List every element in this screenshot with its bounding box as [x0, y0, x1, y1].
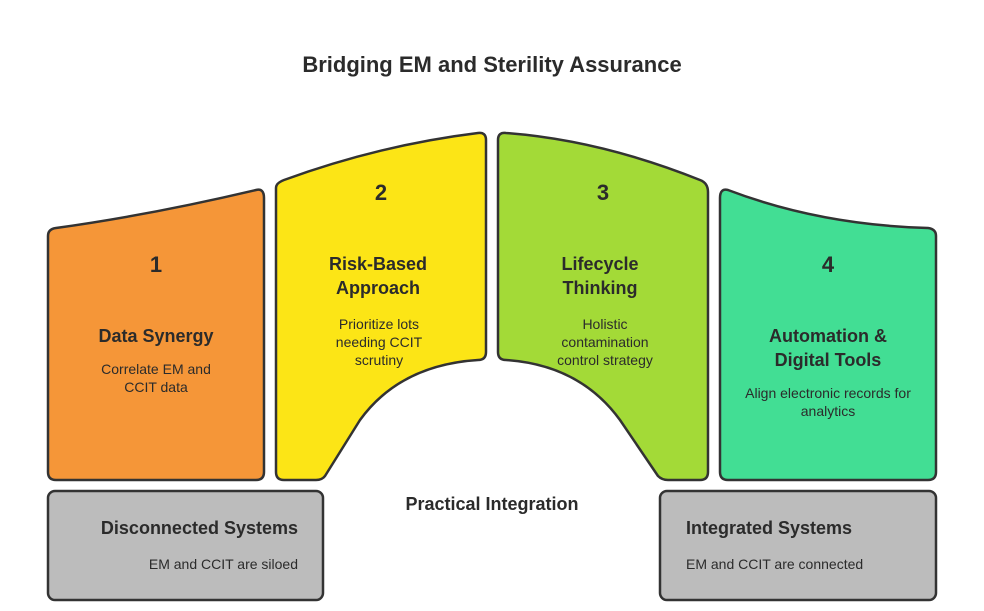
- right-box-shape: [658, 489, 938, 602]
- step-2-description: Prioritize lots needing CCIT scrutiny: [335, 316, 423, 368]
- step-2-heading: Risk-Based Approach: [328, 254, 428, 298]
- left-box-description: EM and CCIT are siloed: [148, 556, 298, 572]
- center-label: Practical Integration: [405, 494, 579, 514]
- step-2-shape: [274, 131, 488, 482]
- left-box-heading: Disconnected Systems: [100, 518, 298, 538]
- diagram-title: Bridging EM and Sterility Assurance: [302, 52, 682, 77]
- right-box-description: EM and CCIT are connected: [686, 556, 864, 572]
- step-4-heading: Automation & Digital Tools: [769, 326, 887, 370]
- step-1-description: Correlate EM and CCIT data: [101, 361, 211, 395]
- left-box-shape: [46, 489, 325, 602]
- step-1-shape: [46, 188, 266, 482]
- step-1-heading: Data Synergy: [98, 326, 214, 346]
- step-1-number: 1: [149, 252, 163, 277]
- step-4-number: 4: [821, 252, 835, 277]
- step-3-number: 3: [596, 180, 610, 205]
- right-box-heading: Integrated Systems: [686, 518, 853, 538]
- step-3-description: Holistic contamination control strategy: [557, 316, 653, 368]
- step-3-heading: Lifecycle Thinking: [561, 254, 639, 298]
- step-4-shape: [718, 188, 938, 482]
- step-4-description: Align electronic records for analytics: [745, 385, 911, 419]
- step-3-shape: [496, 131, 710, 482]
- step-2-number: 2: [374, 180, 388, 205]
